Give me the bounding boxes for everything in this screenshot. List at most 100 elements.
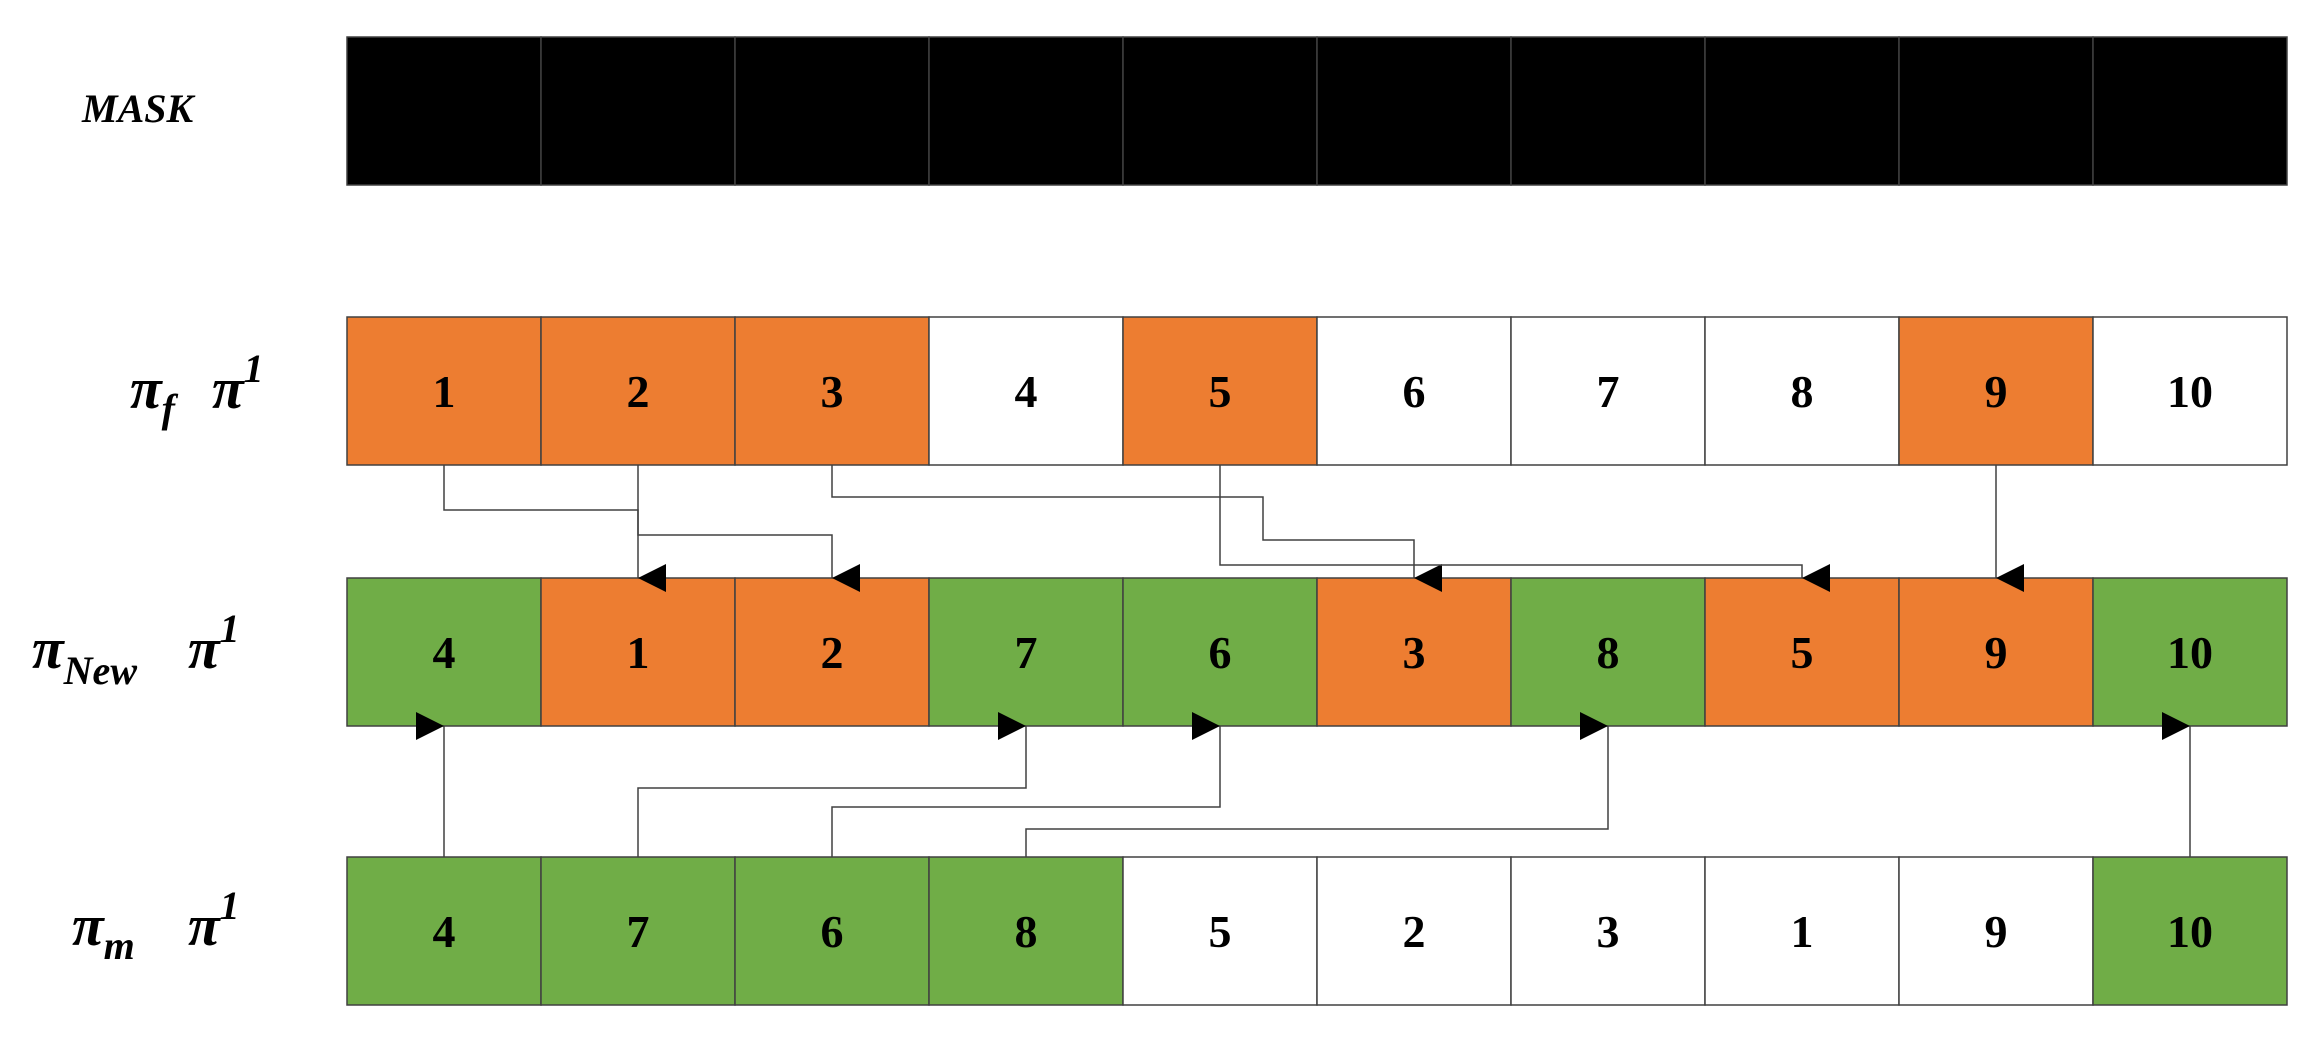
- mask-cell: 1: [1510, 36, 1706, 186]
- father-cell: 1: [346, 316, 542, 466]
- mask-cell: 1: [928, 36, 1124, 186]
- father-cell: 2: [540, 316, 736, 466]
- mother-pi: π: [72, 893, 105, 958]
- new-cell-value: 5: [1791, 627, 1814, 678]
- new-pi2: π: [188, 616, 221, 681]
- new-cell: 4: [346, 577, 542, 727]
- father-row: 1 2 3 4 5 6 7 8 9 10: [346, 316, 2288, 466]
- mother-cell: 9: [1898, 856, 2094, 1006]
- new-superscript: 1: [220, 606, 240, 651]
- mother-cell-box: [1898, 856, 2094, 1006]
- father-cell: 9: [1898, 316, 2094, 466]
- new-cell: 2: [734, 577, 930, 727]
- mask-cell-value: 1: [1597, 86, 1620, 137]
- father-cell: 4: [928, 316, 1124, 466]
- father-cell-value: 8: [1791, 366, 1814, 417]
- father-superscript: 1: [244, 346, 264, 391]
- mother-cell-value: 2: [1403, 906, 1426, 957]
- mask-cell-box: [928, 36, 1124, 186]
- mask-cell-value: 0: [627, 86, 650, 137]
- father-pi: π: [130, 356, 163, 421]
- mother-cell-box: [928, 856, 1124, 1006]
- new-cell: 7: [928, 577, 1124, 727]
- mask-cell: 1: [1122, 36, 1318, 186]
- new-cell-box: [1898, 577, 2094, 727]
- mother-to-new-arrow: [637, 712, 1027, 857]
- father-cell-box: [346, 316, 542, 466]
- svg-text:π1: π1: [188, 606, 240, 681]
- father-cell: 7: [1510, 316, 1706, 466]
- new-cell-value: 1: [627, 627, 650, 678]
- father-cell: 8: [1704, 316, 1900, 466]
- mask-cell: 0: [1316, 36, 1512, 186]
- new-cell: 10: [2092, 577, 2288, 727]
- new-cell: 9: [1898, 577, 2094, 727]
- svg-text:πm: πm: [72, 893, 135, 968]
- new-cell: 6: [1122, 577, 1318, 727]
- mask-cell-box: [1122, 36, 1318, 186]
- mask-cell: 0: [1704, 36, 1900, 186]
- father-cell-box: [734, 316, 930, 466]
- father-to-new-arrow: [443, 465, 666, 592]
- mother-to-new-arrow: [1025, 712, 1609, 857]
- mother-cell: 2: [1316, 856, 1512, 1006]
- new-cell-box: [1122, 577, 1318, 727]
- mother-row-label: πm π1: [72, 883, 240, 968]
- new-cell-box: [346, 577, 542, 727]
- new-cell: 8: [1510, 577, 1706, 727]
- new-row: 4 1 2 7 6 3 8 5 9 10: [346, 577, 2288, 727]
- svg-text:π1: π1: [188, 883, 240, 958]
- mother-cell: 6: [734, 856, 930, 1006]
- father-cell-value: 10: [2167, 366, 2213, 417]
- mother-cell-value: 5: [1209, 906, 1232, 957]
- mother-cell-box: [1704, 856, 1900, 1006]
- mother-pi2: π: [188, 893, 221, 958]
- new-cell-box: [1316, 577, 1512, 727]
- father-pi2: π: [212, 356, 245, 421]
- father-cell-value: 1: [433, 366, 456, 417]
- father-cell-value: 5: [1209, 366, 1232, 417]
- father-cell-box: [1316, 316, 1512, 466]
- new-cell-value: 8: [1597, 627, 1620, 678]
- mask-cell-value: 1: [433, 86, 456, 137]
- mask-cell-box: [1510, 36, 1706, 186]
- mother-superscript: 1: [220, 883, 240, 928]
- father-cell-value: 6: [1403, 366, 1426, 417]
- father-cell-value: 4: [1015, 366, 1038, 417]
- mother-cell-box: [734, 856, 930, 1006]
- mask-cell-box: [2092, 36, 2288, 186]
- new-cell-box: [540, 577, 736, 727]
- father-to-new-arrow: [831, 465, 1442, 592]
- father-cell-value: 7: [1597, 366, 1620, 417]
- mask-cell: 1: [2092, 36, 2288, 186]
- new-cell-box: [1704, 577, 1900, 727]
- mother-cell-value: 10: [2167, 906, 2213, 957]
- mask-cell: 1: [346, 36, 542, 186]
- mother-cell-box: [1122, 856, 1318, 1006]
- father-cell-value: 2: [627, 366, 650, 417]
- mother-cell: 8: [928, 856, 1124, 1006]
- mask-cell-box: [1898, 36, 2094, 186]
- mask-cell-value: 0: [1985, 86, 2008, 137]
- father-cell: 3: [734, 316, 930, 466]
- new-cell-value: 7: [1015, 627, 1038, 678]
- mother-to-new-arrow: [831, 712, 1221, 857]
- new-cell: 3: [1316, 577, 1512, 727]
- father-to-new-arrow: [637, 465, 860, 592]
- mother-cell-value: 3: [1597, 906, 1620, 957]
- mother-cell: 10: [2092, 856, 2288, 1006]
- mask-cell-box: [540, 36, 736, 186]
- mask-cell-box: [1704, 36, 1900, 186]
- father-cell: 6: [1316, 316, 1512, 466]
- new-cell: 1: [540, 577, 736, 727]
- new-cell-value: 9: [1985, 627, 2008, 678]
- svg-text:πf: πf: [130, 356, 179, 431]
- mother-cell: 1: [1704, 856, 1900, 1006]
- mother-cell-box: [1316, 856, 1512, 1006]
- new-cell-value: 6: [1209, 627, 1232, 678]
- new-cell-value: 4: [433, 627, 456, 678]
- mother-cell-value: 9: [1985, 906, 2008, 957]
- father-cell-value: 9: [1985, 366, 2008, 417]
